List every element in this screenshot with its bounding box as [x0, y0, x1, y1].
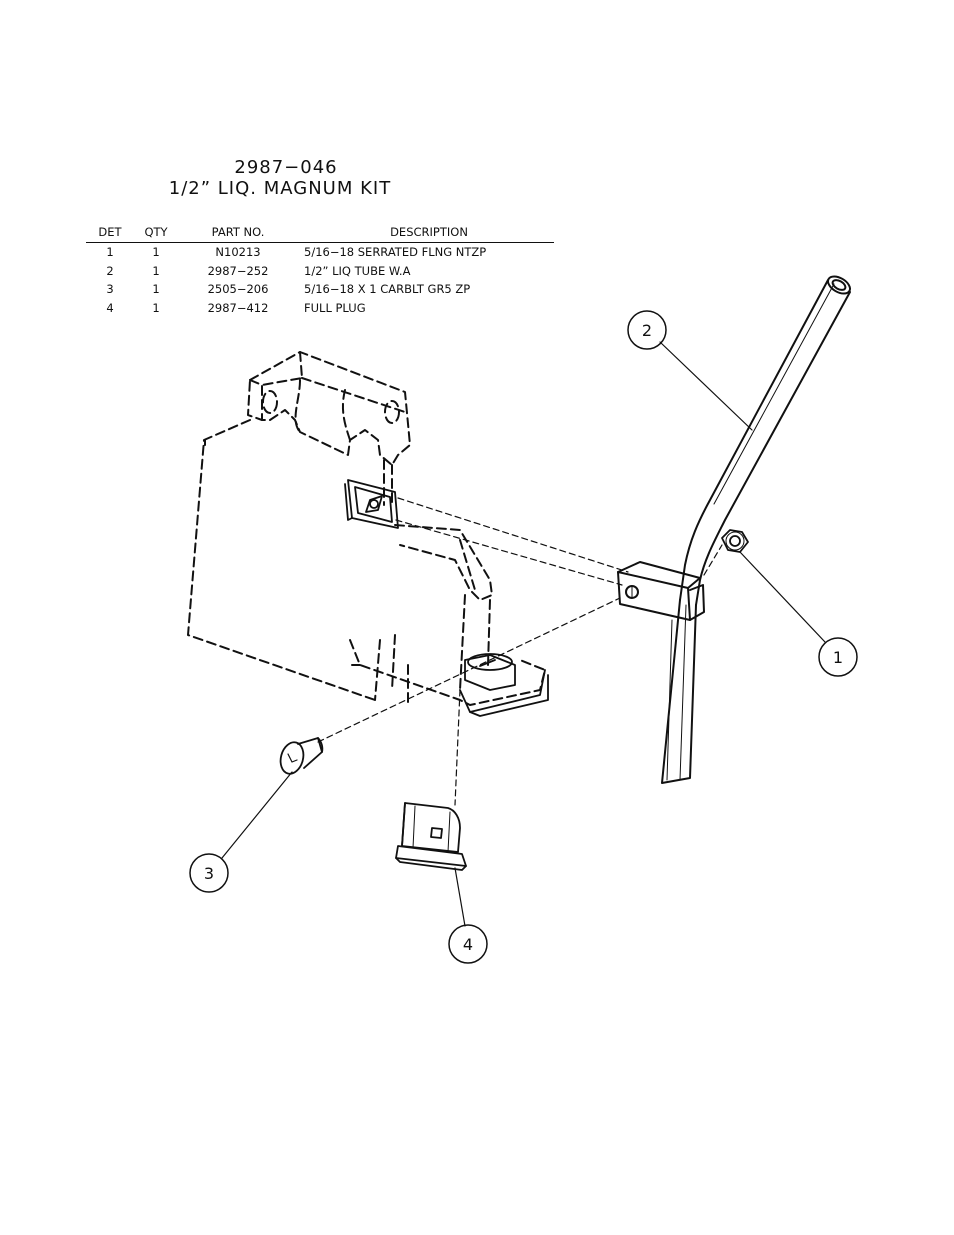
carriage-bolt[interactable]	[277, 738, 322, 776]
serrated-flange-nut[interactable]	[722, 530, 748, 552]
balloon-4-label: 4	[463, 935, 473, 954]
leader-2	[660, 342, 752, 430]
balloon-1: 1	[819, 638, 857, 676]
bracket-clip-upper	[345, 480, 398, 528]
assembly-center-lines	[318, 498, 722, 805]
leader-4	[455, 868, 465, 926]
leader-1	[740, 552, 825, 642]
leader-lines	[222, 342, 825, 926]
liquid-tube-weldment[interactable]	[618, 273, 853, 783]
bracket-clip-lower	[460, 654, 548, 716]
full-plug[interactable]	[396, 803, 466, 870]
leader-3	[222, 772, 292, 858]
balloon-3: 3	[190, 854, 228, 892]
balloon-3-label: 3	[204, 864, 214, 883]
balloon-4: 4	[449, 925, 487, 963]
balloon-2-label: 2	[642, 321, 652, 340]
balloon-1-label: 1	[833, 648, 843, 667]
balloon-2: 2	[628, 311, 666, 349]
phantom-mounting-bracket	[188, 352, 545, 705]
